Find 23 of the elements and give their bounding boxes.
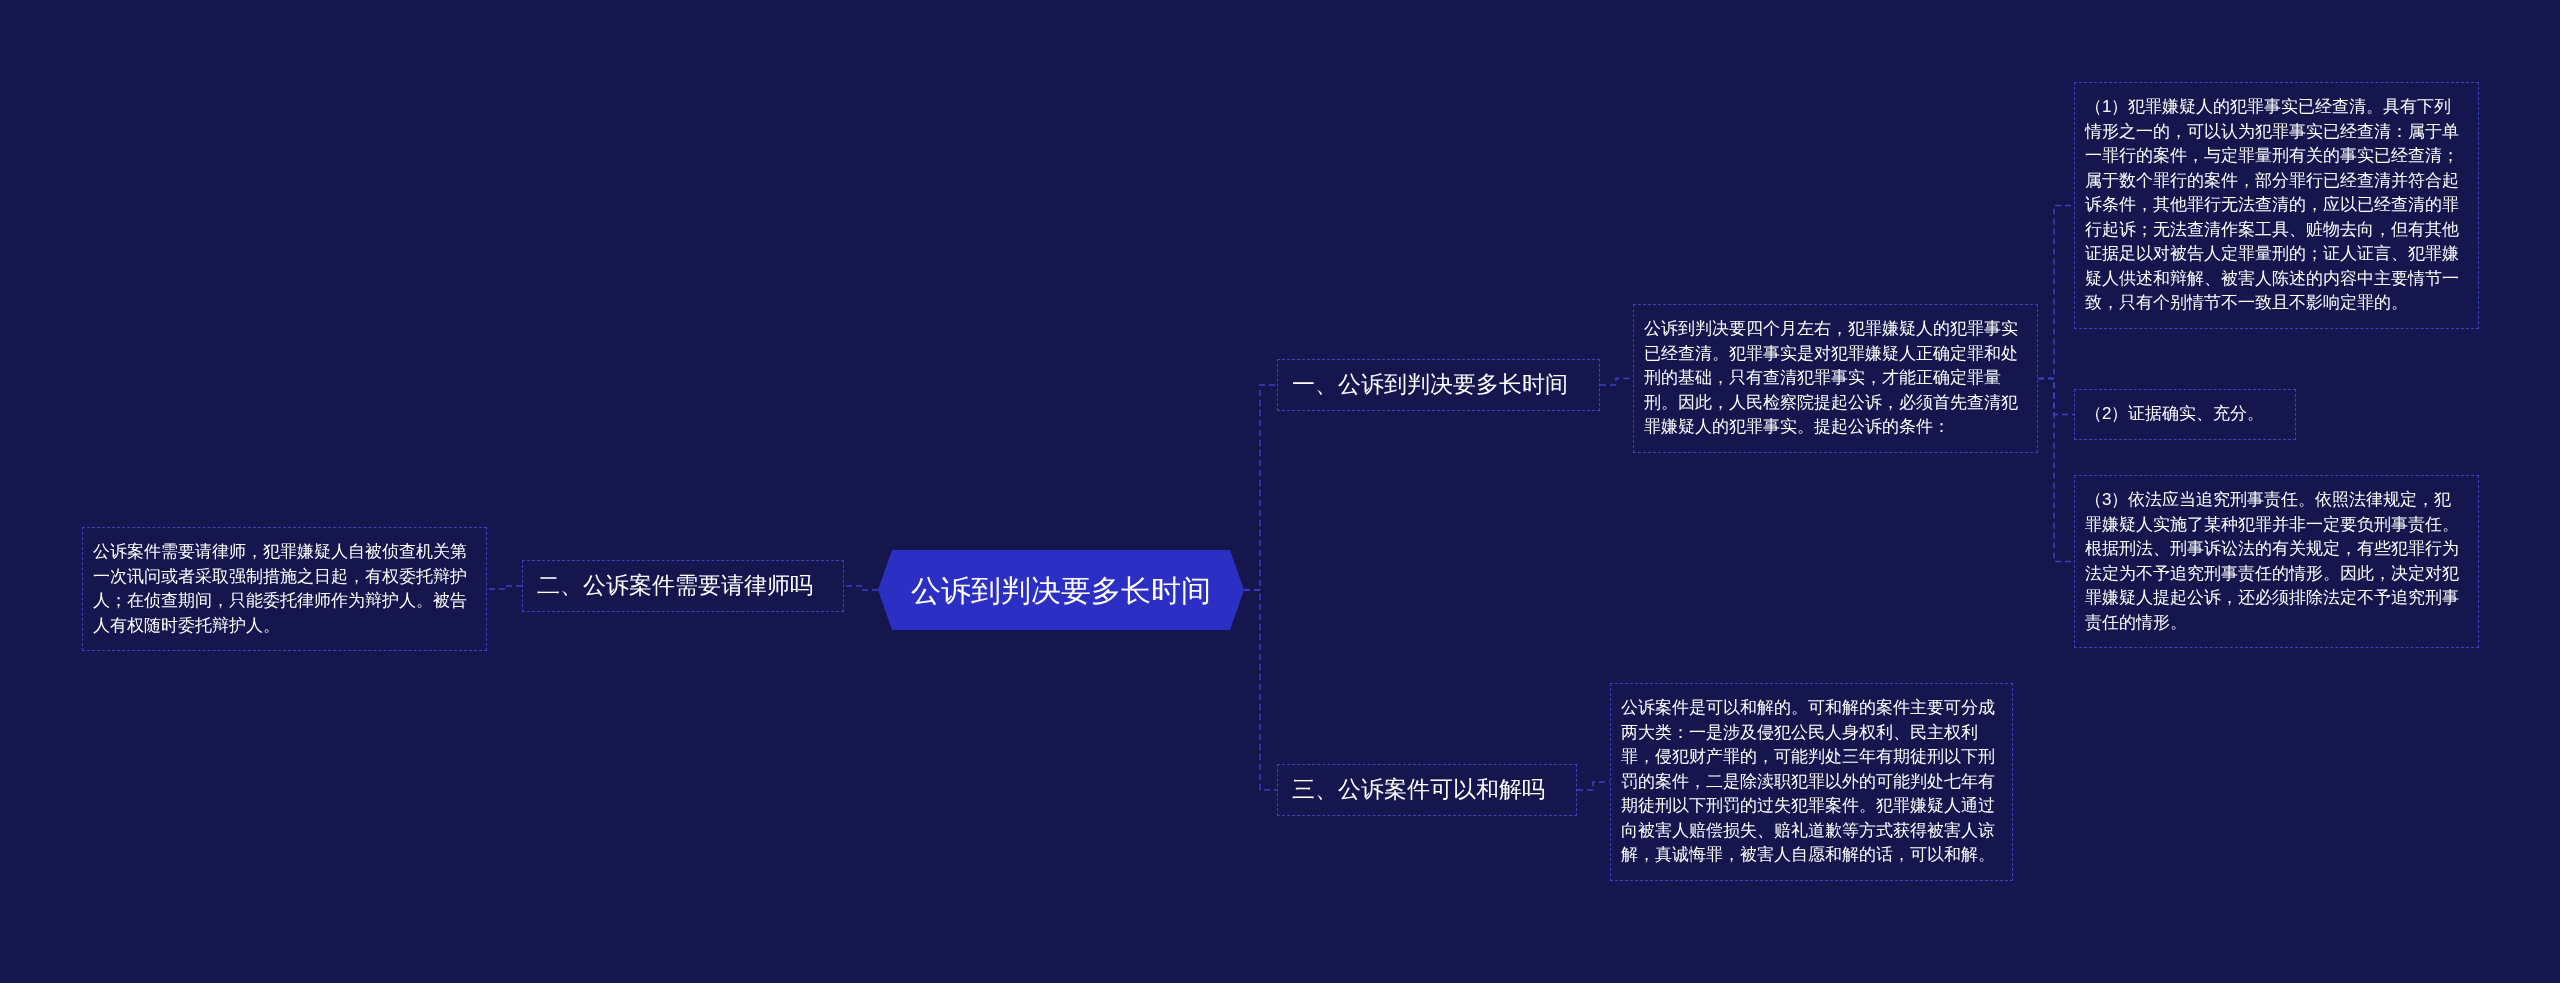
branch-title: 二、公诉案件需要请律师吗	[537, 571, 813, 600]
note-text: （3）依法应当追究刑事责任。依照法律规定，犯罪嫌疑人实施了某种犯罪并非一定要负刑事责任。根据刑法、刑事诉讼法的有关规定，有些犯罪行为法定为不予追究刑事责任的情形。因此，决定对犯罪嫌疑人提起公诉，还必须排除法定不予追究刑事责任的情形。	[2085, 489, 2460, 634]
note-box	[1610, 683, 2013, 881]
connector-line	[1576, 781, 1611, 791]
branch-title: 一、公诉到判决要多长时间	[1292, 370, 1568, 399]
note-text: 公诉案件需要请律师，犯罪嫌疑人自被侦查机关第一次讯问或者采取强制措施之日起，有权委托辩护人；在侦查期间，只能委托律师作为辩护人。被告人有权随时委托辩护人。	[93, 541, 468, 637]
branch-box	[1277, 764, 1577, 816]
connector-line	[1243, 589, 1278, 791]
note-box	[2074, 389, 2296, 440]
connector-line	[843, 585, 879, 591]
topic-title: 公诉到判决要多长时间	[911, 572, 1211, 609]
note-text: （1）犯罪嫌疑人的犯罪事实已经查清。具有下列情形之一的，可以认为犯罪事实已经查清：属于单一罪行的案件，与定罪量刑有关的事实已经查清；属于数个罪行的案件，部分罪行已经查清并符合起诉条件，其他罪行无法查清的，应以已经查清的罪行起诉；无法查清作案工具、赃物去向，但有其他证据足以对被告人定罪量刑的；证人证言、犯罪嫌疑人供述和辩解、被害人陈述的内容中主要情节一致，只有个别情节不一致且不影响定罪的。	[2085, 96, 2460, 314]
note-box	[1633, 304, 2038, 453]
note-text: 公诉到判决要四个月左右，犯罪嫌疑人的犯罪事实已经查清。犯罪事实是对犯罪嫌疑人正确定罪和处刑的基础，只有查清犯罪事实，才能正确定罪量刑。因此，人民检察院提起公诉，必须首先查清犯罪嫌疑人的犯罪事实。提起公诉的条件：	[1644, 318, 2019, 438]
branch-box	[1277, 359, 1600, 411]
connector-line	[486, 585, 523, 590]
note-box	[82, 527, 487, 651]
branch-box	[522, 560, 844, 612]
note-text: （2）证据确实、充分。	[2085, 403, 2265, 425]
branch-title: 三、公诉案件可以和解吗	[1292, 775, 1545, 804]
note-box	[2074, 475, 2479, 648]
note-text: 公诉案件是可以和解的。可和解的案件主要可分成两大类：一是涉及侵犯公民人身权利、民主权利罪，侵犯财产罪的，可能判处三年有期徒刑以下刑罚的案件，二是除渎职犯罪以外的可能判处七年有期徒刑以下刑罚的过失犯罪案件。犯罪嫌疑人通过向被害人赔偿损失、赔礼道歉等方式获得被害人谅解，真诚悔罪，被害人自愿和解的话，可以和解。	[1621, 697, 1996, 866]
note-box	[2074, 82, 2479, 329]
